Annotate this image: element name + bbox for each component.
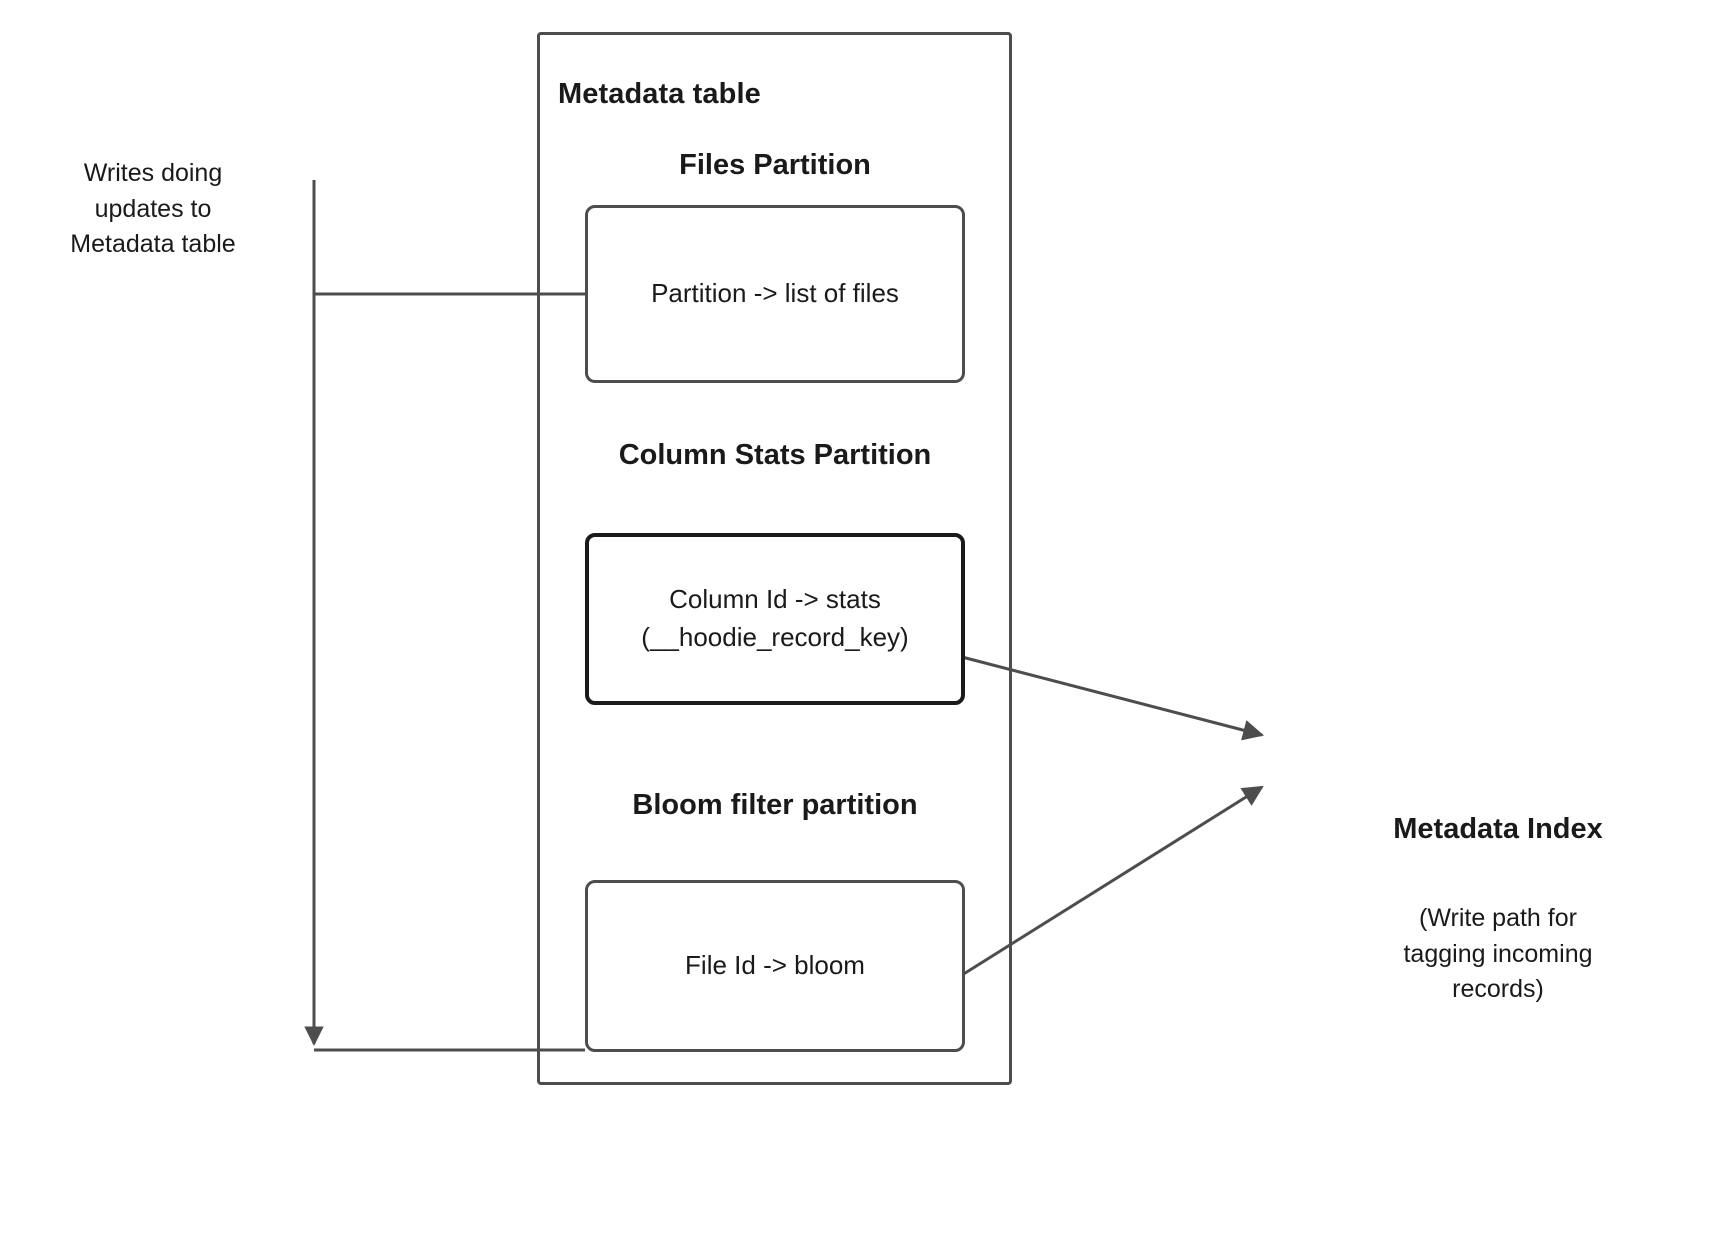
bloom-filter-partition-box: File Id -> bloom bbox=[585, 880, 965, 1052]
metadata-index-label: Metadata Index bbox=[1393, 813, 1603, 845]
files-partition-box: Partition -> list of files bbox=[585, 205, 965, 383]
files-partition-heading: Files Partition bbox=[679, 149, 871, 181]
metadata-index-note: (Write path for tagging incoming records… bbox=[1403, 904, 1593, 1003]
bloom-filter-partition-label: File Id -> bloom bbox=[685, 950, 865, 981]
files-partition-label: Partition -> list of files bbox=[651, 278, 899, 309]
writes-note: Writes doing updates to Metadata table bbox=[70, 159, 236, 258]
metadata-table-container bbox=[537, 32, 1012, 1085]
metadata-table-title: Metadata table bbox=[558, 78, 761, 110]
bloom-filter-partition-heading: Bloom filter partition bbox=[632, 789, 918, 821]
column-stats-partition-box: Column Id -> stats (__hoodie_record_key) bbox=[585, 533, 965, 705]
column-stats-partition-heading: Column Stats Partition bbox=[618, 439, 932, 471]
column-stats-partition-label: Column Id -> stats (__hoodie_record_key) bbox=[641, 584, 909, 652]
